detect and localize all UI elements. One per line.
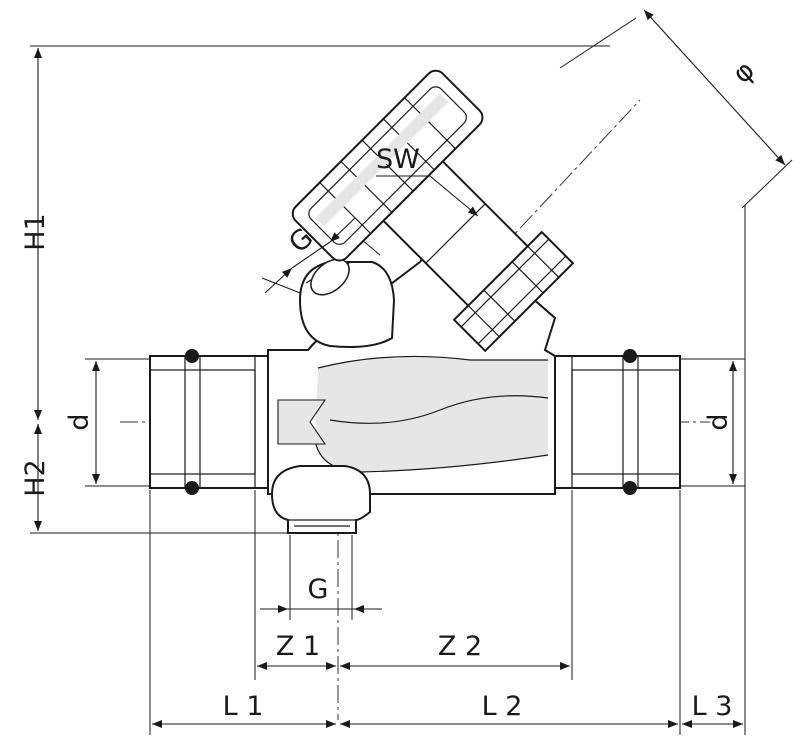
valve-bonnet-and-handwheel bbox=[291, 69, 575, 353]
h2-label: H2 bbox=[20, 459, 51, 496]
extension-lines bbox=[30, 17, 793, 735]
sw-label: SW bbox=[376, 144, 420, 175]
valve-body bbox=[149, 220, 681, 534]
l3-label: L 3 bbox=[692, 691, 733, 722]
h1-label: H1 bbox=[20, 213, 51, 250]
phi-label: φ bbox=[727, 55, 761, 90]
dimension-lines bbox=[34, 9, 786, 728]
l2-label: L 2 bbox=[482, 691, 523, 722]
g-bottom-label: G bbox=[308, 574, 329, 605]
z2-label: Z 2 bbox=[438, 631, 482, 662]
d-right-label: d bbox=[703, 413, 734, 430]
l1-label: L 1 bbox=[223, 691, 264, 722]
z1-label: Z 1 bbox=[276, 631, 320, 662]
d-left-label: d bbox=[64, 413, 95, 430]
